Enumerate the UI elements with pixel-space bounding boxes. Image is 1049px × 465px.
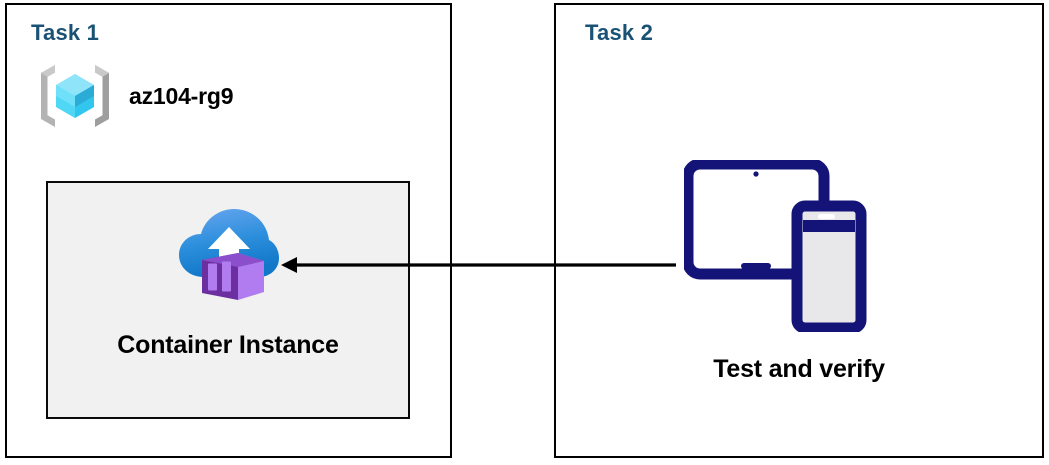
test-and-verify-label: Test and verify	[713, 355, 885, 383]
container-instance-card: Container Instance	[46, 181, 410, 419]
task-2-title: Task 2	[585, 20, 654, 45]
task-1-panel: Task 1 az104-	[5, 3, 452, 458]
resource-group-row: az104-rg9	[35, 63, 234, 129]
azure-resource-group-icon	[35, 63, 115, 129]
azure-container-instances-icon	[176, 183, 280, 305]
resource-group-label: az104-rg9	[129, 82, 234, 109]
task-1-title: Task 1	[31, 20, 100, 45]
container-instance-label: Container Instance	[117, 331, 339, 359]
